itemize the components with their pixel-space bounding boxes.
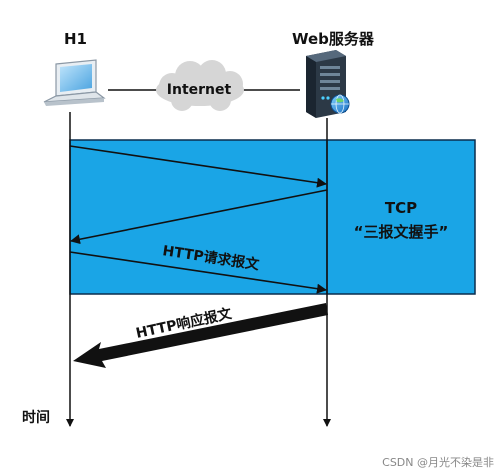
watermark: CSDN @月光不染是非: [382, 455, 494, 469]
server-label: Web服务器: [292, 30, 375, 48]
cloud-label: Internet: [167, 82, 232, 98]
http-request-arrow: [69, 251, 327, 294]
client-label: H1: [64, 30, 87, 48]
laptop-icon: [43, 59, 106, 106]
handshake-title: TCP: [385, 199, 417, 217]
handshake-subtitle: “三报文握手”: [354, 223, 449, 241]
handshake-synack-arrow: [70, 189, 328, 245]
http-response-arrow: [73, 303, 328, 368]
handshake-panel: [69, 139, 476, 295]
cloud-icon: [156, 60, 244, 111]
globe-icon: [330, 94, 350, 114]
timeline-label: 时间: [22, 409, 50, 426]
handshake-syn-arrow: [69, 145, 327, 188]
